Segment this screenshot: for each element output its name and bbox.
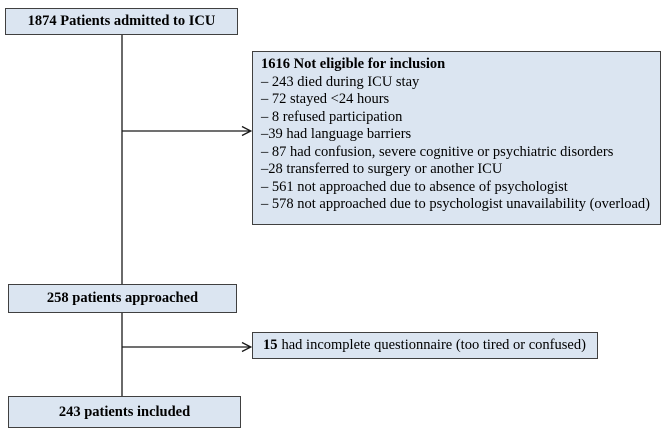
- exclusion-item: – 8 refused participation: [261, 108, 403, 125]
- box-patients-approached: 258 patients approached: [8, 284, 237, 313]
- exclusion-item: – 87 had confusion, severe cognitive or …: [261, 143, 614, 160]
- not-eligible-title: 1616 Not eligible for inclusion: [261, 56, 446, 72]
- exclusion-item: –39 had language barriers: [261, 126, 412, 142]
- exclusion-item: –28 transferred to surgery or another IC…: [261, 161, 503, 177]
- arrowhead-not-eligible: [241, 125, 253, 137]
- exclusion-item: – 72 stayed <24 hours: [261, 91, 390, 107]
- incomplete-text: had incomplete questionnaire (too tired …: [281, 337, 586, 353]
- box-not-eligible: 1616 Not eligible for inclusion – 243 di…: [252, 51, 661, 225]
- approached-label: 258 patients approached: [46, 290, 199, 306]
- incomplete-count: 15: [263, 337, 278, 353]
- box-patients-included: 243 patients included: [8, 396, 241, 428]
- box-admitted-to-icu: 1874 Patients admitted to ICU: [5, 8, 238, 35]
- included-label: 243 patients included: [58, 403, 191, 420]
- box-incomplete-questionnaire: 15 had incomplete questionnaire (too tir…: [252, 332, 598, 359]
- exclusion-item: – 561 not approached due to absence of p…: [261, 178, 568, 195]
- arrowhead-incomplete: [241, 341, 253, 353]
- exclusion-item: – 578 not approached due to psychologist…: [261, 196, 650, 212]
- admitted-label: 1874 Patients admitted to ICU: [27, 13, 216, 29]
- exclusion-item: – 243 died during ICU stay: [261, 73, 420, 90]
